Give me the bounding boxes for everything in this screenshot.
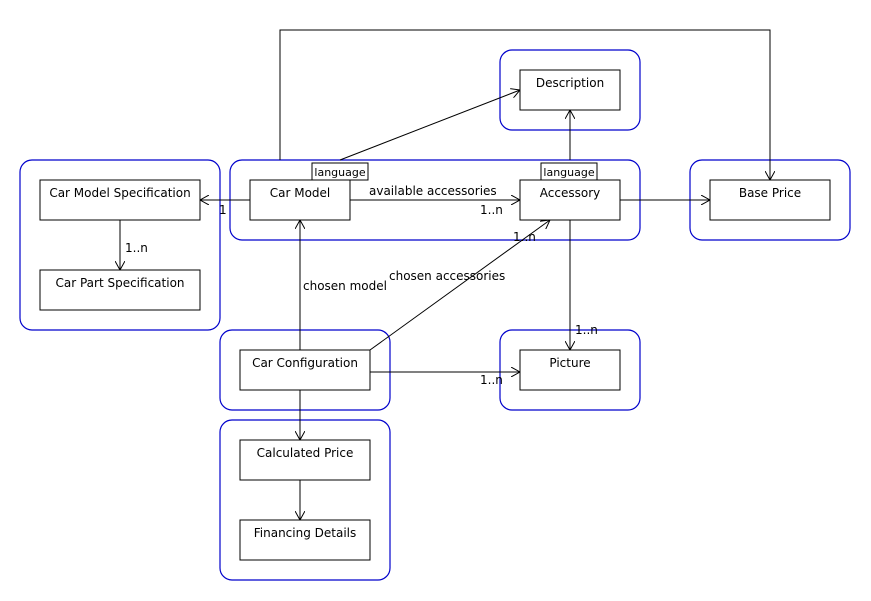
node-label: Car Model Specification xyxy=(49,186,190,200)
label-available-accessories: available accessories xyxy=(369,184,497,198)
node-financing-details: Financing Details xyxy=(239,519,371,561)
edge-carmodel-baseprice xyxy=(279,29,770,180)
node-label: Base Price xyxy=(739,186,801,200)
tag-label: language xyxy=(314,166,365,179)
label-available-accessories-multiplicity: 1..n xyxy=(480,203,503,217)
label-chosen-accessories-multiplicity: 1..n xyxy=(513,230,536,244)
node-accessory: Accessory xyxy=(519,179,621,221)
node-base-price: Base Price xyxy=(709,179,831,221)
tag-car-model-language: language xyxy=(311,162,369,181)
edge-carmodel-description xyxy=(339,90,520,161)
node-car-model: Car Model xyxy=(249,179,351,221)
label-chosen-model: chosen model xyxy=(303,279,387,293)
tag-label: language xyxy=(543,166,594,179)
node-car-part-specification: Car Part Specification xyxy=(39,269,201,311)
edge-config-accessory xyxy=(369,220,550,351)
node-label: Car Model xyxy=(270,186,331,200)
node-picture: Picture xyxy=(519,349,621,391)
group-car-configuration xyxy=(219,329,391,411)
node-car-model-specification: Car Model Specification xyxy=(39,179,201,221)
node-label: Calculated Price xyxy=(257,446,354,460)
label-chosen-accessories: chosen accessories xyxy=(389,269,505,283)
label-config-picture-multiplicity: 1..n xyxy=(480,373,503,387)
label-spec-part-multiplicity: 1..n xyxy=(125,241,148,255)
node-car-configuration: Car Configuration xyxy=(239,349,371,391)
node-label: Car Configuration xyxy=(252,356,358,370)
node-label: Car Part Specification xyxy=(55,276,184,290)
node-calculated-price: Calculated Price xyxy=(239,439,371,481)
label-car-model-spec-multiplicity: 1 xyxy=(219,203,227,217)
node-label: Picture xyxy=(549,356,590,370)
node-label: Financing Details xyxy=(254,526,357,540)
tag-accessory-language: language xyxy=(540,162,598,181)
node-label: Accessory xyxy=(540,186,600,200)
label-accessory-picture-multiplicity: 1..n xyxy=(575,323,598,337)
node-description: Description xyxy=(519,69,621,111)
node-label: Description xyxy=(536,76,604,90)
group-specification xyxy=(19,159,221,331)
group-price-financing xyxy=(219,419,391,581)
